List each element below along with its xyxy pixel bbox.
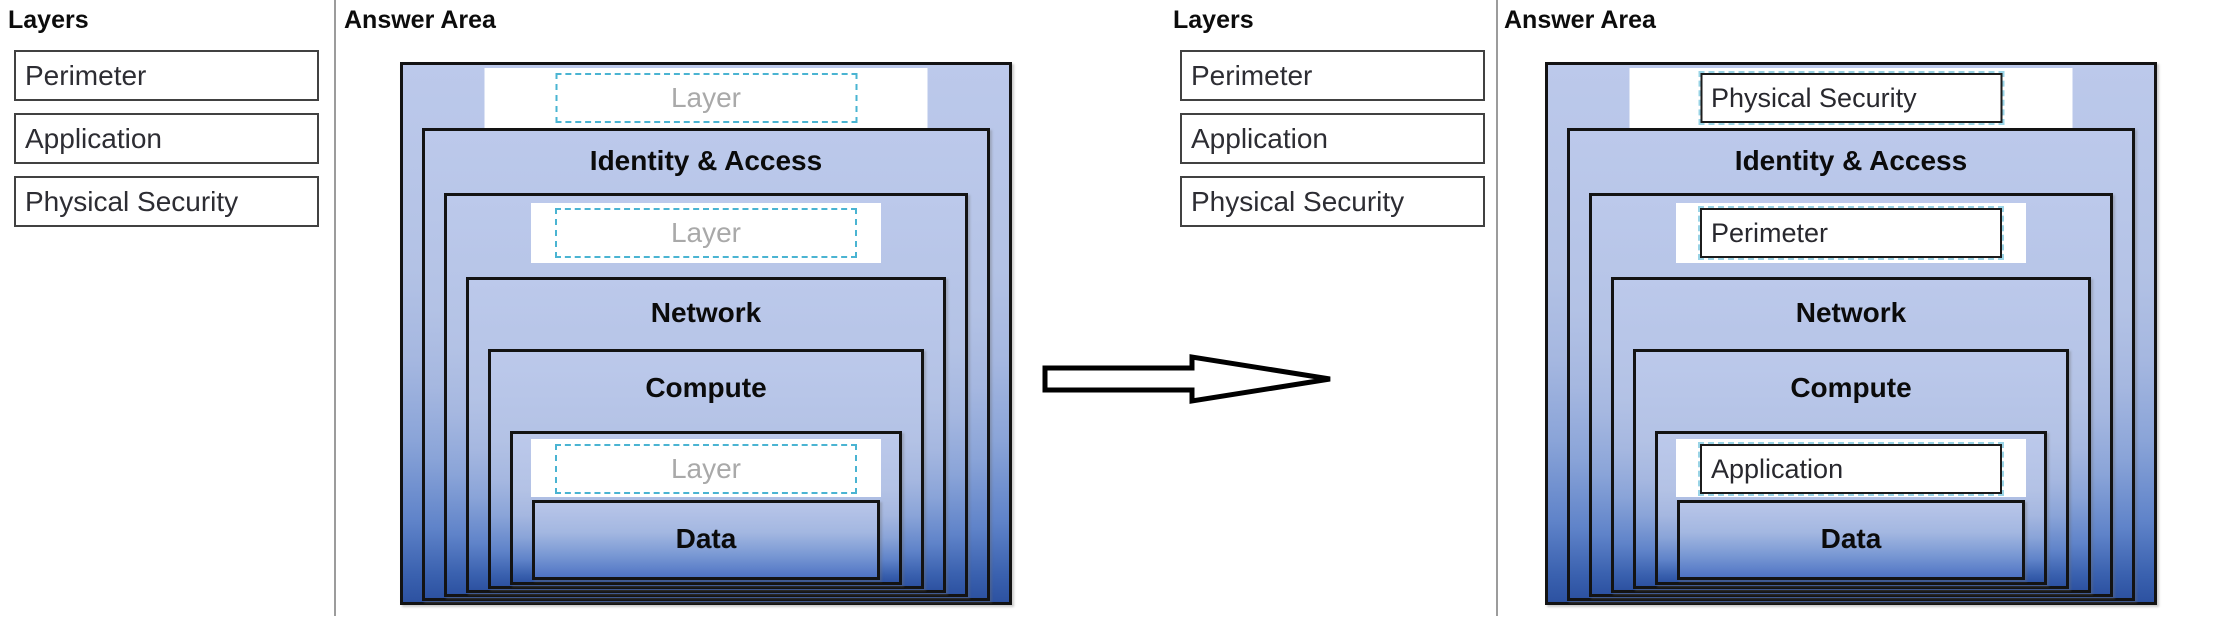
answer-diagram-after: Physical Security Identity & Access Peri… bbox=[1545, 62, 2157, 605]
layers-panel-title-after: Layers bbox=[1173, 6, 1254, 34]
drop-slot-top-before[interactable]: Layer bbox=[555, 73, 857, 123]
layer-label-compute-after: Compute bbox=[1790, 372, 1912, 403]
transform-arrow-icon bbox=[1042, 354, 1331, 404]
layer-option-physical-security-before[interactable]: Physical Security bbox=[14, 176, 319, 227]
ring-application-slot-before: Layer Data bbox=[510, 431, 902, 585]
layer-label-identity-access-after: Identity & Access bbox=[1734, 145, 1968, 176]
layer-label-compute-before: Compute bbox=[645, 372, 767, 403]
panel-divider-left bbox=[334, 0, 336, 616]
layer-label-data-after: Data bbox=[1820, 523, 1882, 554]
drop-slot-bottom-before[interactable]: Layer bbox=[555, 444, 857, 494]
ring-network-after: Network Compute Application Data bbox=[1611, 277, 2091, 593]
layer-option-perimeter-before[interactable]: Perimeter bbox=[14, 50, 319, 101]
drop-strip-bottom-before: Layer bbox=[531, 439, 881, 497]
layer-option-application-before[interactable]: Application bbox=[14, 113, 319, 164]
drop-strip-middle-after: Perimeter bbox=[1676, 203, 2026, 263]
panel-divider-right bbox=[1496, 0, 1498, 616]
answer-diagram-before: Layer Identity & Access Layer Network Co… bbox=[400, 62, 1012, 605]
layer-option-physical-security-after[interactable]: Physical Security bbox=[1180, 176, 1485, 227]
ring-identity-access-before: Identity & Access Layer Network Compute … bbox=[422, 128, 990, 601]
ring-outer-after: Physical Security Identity & Access Peri… bbox=[1545, 62, 2157, 605]
ring-perimeter-slot-before: Layer Network Compute Layer Data bbox=[444, 193, 968, 597]
ring-data-after: Data bbox=[1677, 500, 2025, 580]
ring-application-slot-after: Application Data bbox=[1655, 431, 2047, 585]
drop-strip-top-before: Layer bbox=[484, 68, 928, 128]
filled-slot-perimeter[interactable]: Perimeter bbox=[1698, 206, 2004, 260]
drop-strip-top-after: Physical Security bbox=[1629, 68, 2073, 128]
ring-identity-access-after: Identity & Access Perimeter Network Comp… bbox=[1567, 128, 2135, 601]
drop-strip-bottom-after: Application bbox=[1676, 439, 2026, 497]
filled-slot-physical-security[interactable]: Physical Security bbox=[1698, 71, 2004, 125]
layer-option-perimeter-after[interactable]: Perimeter bbox=[1180, 50, 1485, 101]
layers-panel-title-before: Layers bbox=[8, 6, 89, 34]
ring-compute-before: Compute Layer Data bbox=[488, 349, 924, 589]
drop-slot-middle-before[interactable]: Layer bbox=[555, 208, 857, 258]
layer-label-network-after: Network bbox=[1795, 297, 1907, 328]
ring-network-before: Network Compute Layer Data bbox=[466, 277, 946, 593]
drop-strip-middle-before: Layer bbox=[531, 203, 881, 263]
layer-label-network-before: Network bbox=[650, 297, 762, 328]
filled-slot-application[interactable]: Application bbox=[1698, 442, 2004, 496]
ring-data-before: Data bbox=[532, 500, 880, 580]
layer-option-application-after[interactable]: Application bbox=[1180, 113, 1485, 164]
ring-compute-after: Compute Application Data bbox=[1633, 349, 2069, 589]
layer-label-identity-access-before: Identity & Access bbox=[589, 145, 823, 176]
answer-area-title-before: Answer Area bbox=[344, 6, 496, 34]
ring-outer-before: Layer Identity & Access Layer Network Co… bbox=[400, 62, 1012, 605]
ring-perimeter-slot-after: Perimeter Network Compute Application bbox=[1589, 193, 2113, 597]
answer-area-title-after: Answer Area bbox=[1504, 6, 1656, 34]
layer-label-data-before: Data bbox=[675, 523, 737, 554]
